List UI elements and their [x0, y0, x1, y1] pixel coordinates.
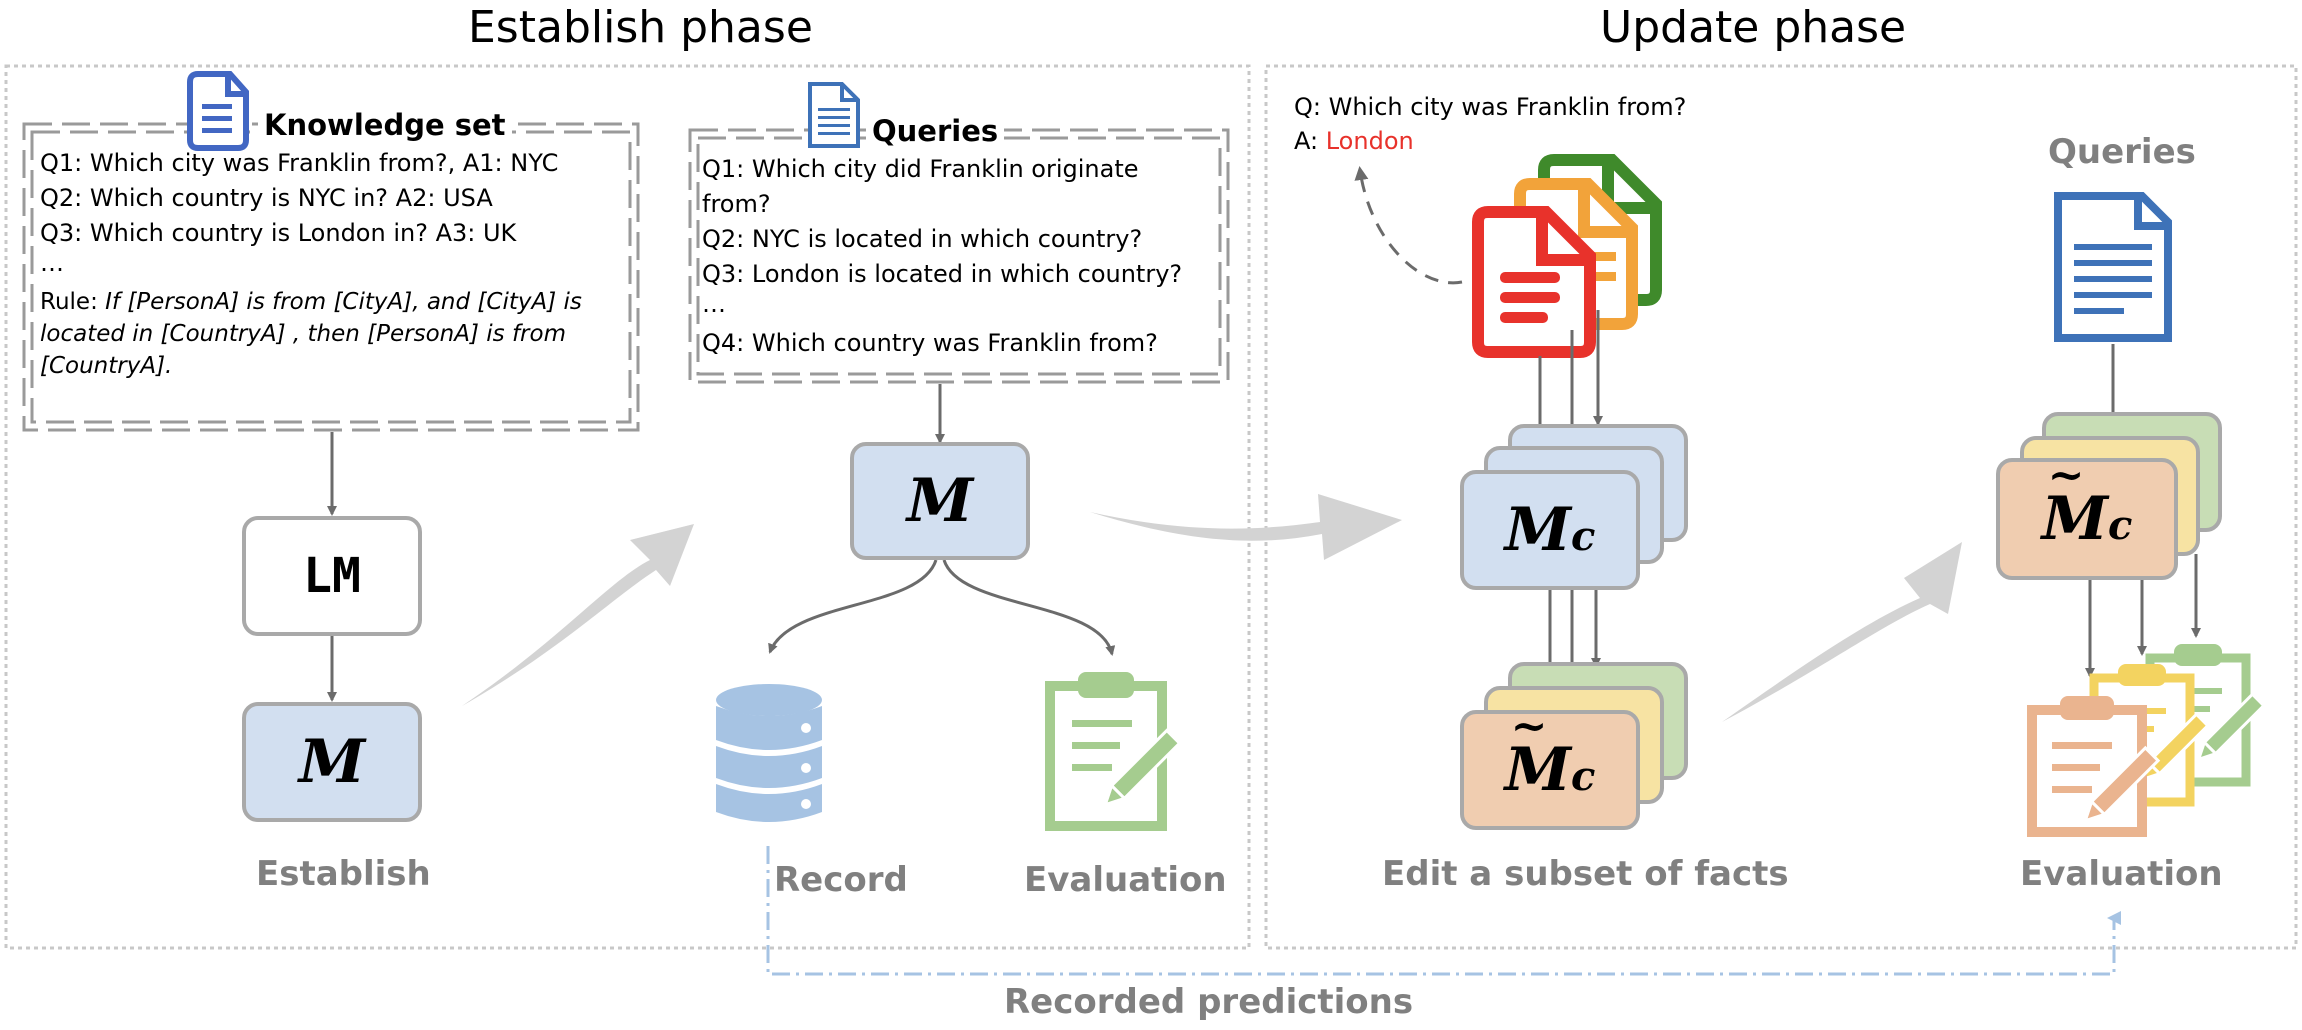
- model-box-queries: M: [850, 442, 1030, 560]
- document-icon: [2054, 192, 2172, 342]
- edited-model-box: ~Mc: [1460, 701, 1640, 830]
- answer-prefix: A:: [1294, 127, 1319, 155]
- rule-text-3: [CountryA].: [40, 353, 173, 379]
- model-c-box: Mc: [1460, 470, 1640, 590]
- query-q1-line1: Q1: Which city did Franklin originate: [702, 155, 1139, 183]
- record-caption: Record: [774, 860, 908, 900]
- update-answer: A: London: [1294, 124, 1414, 159]
- update-queries-title: Queries: [2048, 132, 2196, 172]
- arrow-icon: [1722, 542, 1962, 722]
- query-ellipsis: …: [702, 290, 726, 318]
- model-box-establish: M: [242, 702, 422, 822]
- update-phase-title: Update phase: [1600, 2, 1907, 53]
- knowledge-ellipsis: …: [40, 249, 64, 277]
- recorded-predictions-line: [766, 846, 2121, 976]
- update-phase-frame: [1264, 64, 2298, 950]
- knowledge-q1: Q1: Which city was Franklin from?, A1: N…: [40, 149, 559, 177]
- queries-title: Queries: [866, 114, 1005, 148]
- knowledge-rule: Rule: If [PersonA] is from [CityA], and …: [40, 286, 620, 382]
- edit-subset-caption: Edit a subset of facts: [1382, 854, 1789, 894]
- knowledge-q2: Q2: Which country is NYC in? A2: USA: [40, 184, 493, 212]
- query-q3: Q3: London is located in which country?: [702, 260, 1183, 288]
- arrow-icon: [1090, 494, 1402, 560]
- model-c-label: Mc: [1504, 495, 1596, 565]
- pencil-icon: [1102, 728, 1182, 808]
- rule-label: Rule:: [40, 289, 98, 315]
- evaluation-caption-update: Evaluation: [2020, 854, 2223, 894]
- recorded-predictions-label: Recorded predictions: [1004, 982, 1414, 1022]
- edited-model-right-box: ~Mc: [1996, 450, 2178, 580]
- establish-phase-frame: [4, 64, 1251, 950]
- arrow-icon: [462, 524, 694, 706]
- clipboard-icon: [2027, 696, 2161, 837]
- arrow-icon: [1354, 166, 1463, 285]
- clipboard-icon: [1045, 672, 1182, 831]
- query-q4: Q4: Which country was Franklin from?: [702, 329, 1158, 357]
- update-question: Q: Which city was Franklin from?: [1294, 93, 1687, 121]
- knowledge-set-title: Knowledge set: [258, 108, 512, 142]
- knowledge-q3: Q3: Which country is London in? A3: UK: [40, 219, 517, 247]
- establish-caption: Establish: [256, 854, 431, 894]
- lm-box: LM: [242, 516, 422, 636]
- rule-text-2: located in [CountryA] , then [PersonA] i…: [40, 321, 566, 347]
- edited-model-label: ~Mc: [2041, 450, 2133, 554]
- model-label: M: [298, 727, 366, 797]
- rule-text-1: If [PersonA] is from [CityA], and [CityA…: [105, 289, 582, 315]
- evaluation-caption-establish: Evaluation: [1024, 860, 1227, 900]
- answer-value: London: [1325, 127, 1414, 155]
- edited-model-label: ~Mc: [1504, 701, 1596, 805]
- query-q1-line2: from?: [702, 190, 771, 218]
- lm-label: LM: [303, 548, 361, 604]
- model-label: M: [906, 466, 974, 536]
- document-icon: [187, 71, 249, 151]
- query-q2: Q2: NYC is located in which country?: [702, 225, 1143, 253]
- arrow-icon: [942, 559, 1116, 656]
- document-icon: [1472, 206, 1596, 358]
- establish-phase-title: Establish phase: [468, 2, 813, 53]
- arrow-icon: [768, 559, 938, 654]
- database-icon: [716, 684, 822, 822]
- document-icon: [808, 82, 860, 148]
